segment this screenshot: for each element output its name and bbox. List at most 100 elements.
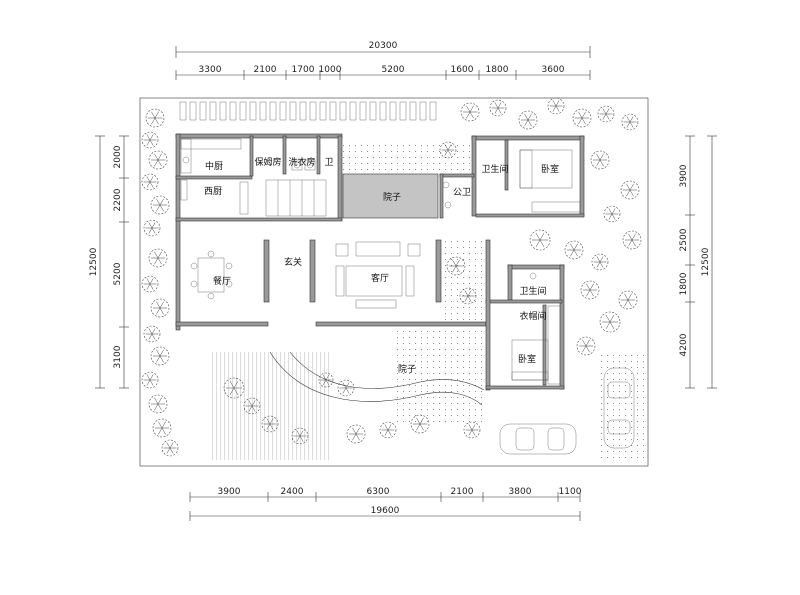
tree-symbol [141,371,159,389]
top-dim-7: 1800 [486,65,509,75]
left-dim-3: 5200 [113,262,123,285]
top-dim-4: 1000 [319,65,342,75]
label-chinese-kitchen: 中厨 [205,160,223,172]
label-wc: 卫 [324,158,333,168]
tree-symbol [150,298,170,318]
right-total-dim: 12500 [701,247,711,276]
tree-symbol [580,280,600,300]
car-parked-vertical [603,367,635,449]
label-closet: 衣帽间 [519,310,546,322]
tree-symbol [489,99,507,117]
label-courtyard-upper: 院子 [383,191,401,203]
tree-symbol [318,372,334,388]
tree-symbol [463,421,481,439]
tree-symbol [337,379,355,397]
label-foyer: 玄关 [284,256,302,268]
tree-symbol [576,336,596,356]
right-dim-3: 1800 [679,272,689,295]
tree-symbol [572,108,592,128]
garden-path-outer [269,351,483,406]
left-dim-1: 2000 [113,145,123,168]
right-dim-4: 4200 [679,333,689,356]
room-labels: 中厨 保姆房 洗衣房 卫 西厨 院子 公卫 卫生间 卧室 餐厅 玄关 客厅 卫生… [204,156,559,375]
label-bathroom-mid: 卫生间 [519,285,546,297]
top-dim-5: 5200 [382,65,405,75]
tree-symbol [446,256,466,276]
tree-symbol [148,248,168,268]
tree-symbol [599,311,621,333]
tree-symbol [547,97,565,115]
tree-symbol [603,205,621,223]
top-dim-6: 1600 [451,65,474,75]
right-dim-2: 2500 [679,228,689,251]
right-dim-1: 3900 [679,164,689,187]
tree-symbol [152,418,172,438]
tree-symbol [597,105,615,123]
bottom-dimensions: 3900 2400 6300 2100 3800 1100 19600 [189,487,582,521]
label-living: 客厅 [371,272,389,284]
bottom-dim-5: 3800 [509,487,532,497]
tree-symbol [141,173,159,191]
tree-symbol [460,102,480,122]
tree-symbol [291,427,309,445]
left-dim-2: 2200 [113,188,123,211]
tree-symbol [518,110,538,130]
tree-symbol [618,290,638,310]
paving-lower-courtyard [392,330,484,426]
courtyard-upper-area [342,173,439,219]
tree-symbol [346,424,366,444]
label-courtyard-lower: 院子 [398,363,416,375]
site-boundary [139,97,649,467]
label-nanny-room: 保姆房 [254,156,281,168]
tree-symbol [620,180,640,200]
tree-symbol [621,113,639,131]
top-dim-8: 3600 [542,65,565,75]
tree-symbol [379,421,397,439]
tree-symbol [459,287,477,305]
tree-symbol [141,275,159,293]
top-total-dim: 20300 [369,41,398,51]
bottom-dim-4: 2100 [451,487,474,497]
label-public-wc: 公卫 [453,187,471,198]
tree-symbol [223,377,245,399]
tree-symbol [145,108,165,128]
tree-symbol [148,394,168,414]
left-dim-4: 3100 [113,345,123,368]
landscape-trees [141,97,642,457]
bottom-dim-2: 2400 [281,487,304,497]
right-dimensions: 3900 2500 1800 4200 12500 [679,135,717,389]
label-bedroom-top: 卧室 [541,163,559,175]
tree-symbol [622,230,642,250]
tree-symbol [150,346,170,366]
label-bedroom-bottom: 卧室 [518,353,536,365]
tree-symbol [261,415,279,433]
top-dim-1: 3300 [199,65,222,75]
tree-symbol [590,150,610,170]
tree-symbol [564,240,584,260]
tree-symbol [150,195,170,215]
furniture [180,138,581,385]
bottom-dim-6: 1100 [559,487,582,497]
tree-symbol [439,141,457,159]
paving-top [343,140,471,174]
top-dim-2: 2100 [254,65,277,75]
bottom-dim-3: 6300 [367,487,390,497]
tree-symbol [410,414,430,434]
tree-symbol [161,439,179,457]
paving-right-strip [442,240,484,322]
bottom-total-dim: 19600 [371,506,400,516]
bottom-dim-1: 3900 [218,487,241,497]
label-bathroom-top: 卫生间 [481,163,508,175]
label-laundry: 洗衣房 [288,156,315,168]
tree-symbol [141,131,159,149]
walls [175,133,585,391]
tree-symbol [148,150,168,170]
tree-symbol [591,253,609,271]
parking-pad [596,352,646,462]
tree-symbol [529,229,551,251]
left-total-dim: 12500 [89,247,99,276]
tree-symbol [243,397,261,415]
tree-symbol [143,219,161,237]
label-dining: 餐厅 [213,275,231,287]
